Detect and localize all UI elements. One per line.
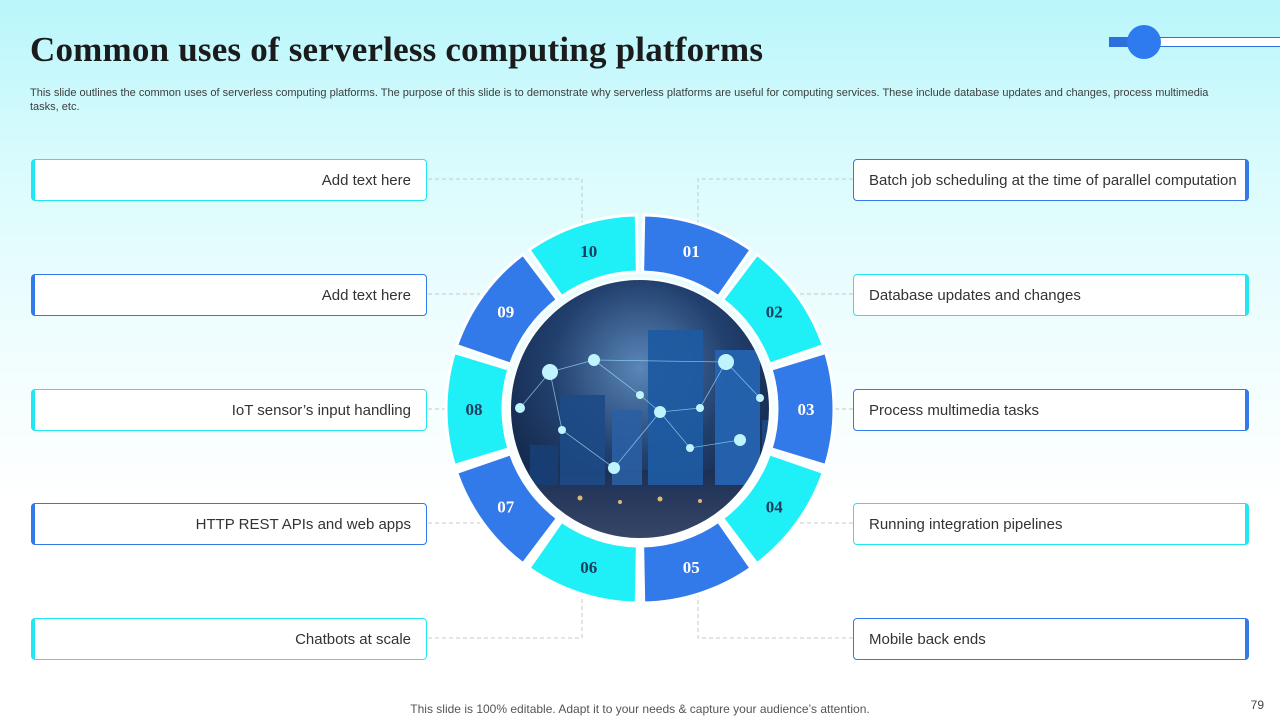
wheel-segment-02 bbox=[720, 252, 826, 367]
left-item-text-07: HTTP REST APIs and web apps bbox=[195, 515, 411, 533]
right-item-text-05: Mobile back ends bbox=[869, 630, 986, 648]
slide-description: This slide outlines the common uses of s… bbox=[30, 87, 1209, 113]
left-item-text-08: IoT sensor’s input handling bbox=[231, 401, 411, 419]
left-item-box-06: Chatbots at scale bbox=[31, 618, 427, 660]
right-item-box-02: Database updates and changes bbox=[853, 274, 1249, 316]
left-item-box-10: Add text here bbox=[31, 159, 427, 201]
wheel-number-04: 04 bbox=[766, 498, 784, 517]
right-item-text-01: Batch job scheduling at the time of para… bbox=[869, 171, 1237, 189]
wheel-segment-09 bbox=[454, 252, 560, 367]
wheel-segment-08 bbox=[444, 350, 511, 468]
wheel-segment-06 bbox=[526, 519, 639, 605]
connector-01 bbox=[697, 178, 853, 228]
wheel-segment-04 bbox=[720, 451, 826, 566]
wheel-number-06: 06 bbox=[580, 558, 597, 577]
wheel-number-02: 02 bbox=[766, 302, 783, 321]
left-item-box-08: IoT sensor’s input handling bbox=[31, 389, 427, 431]
left-item-box-09: Add text here bbox=[31, 274, 427, 316]
wheel-number-09: 09 bbox=[497, 302, 514, 321]
right-item-text-03: Process multimedia tasks bbox=[869, 401, 1040, 419]
left-item-text-09: Add text here bbox=[321, 286, 411, 304]
left-item-text-10: Add text here bbox=[321, 171, 411, 189]
progress-knob-icon bbox=[1127, 25, 1161, 59]
connector-05 bbox=[697, 590, 853, 639]
wheel-number-10: 10 bbox=[580, 242, 597, 261]
wheel-segment-10 bbox=[526, 213, 639, 299]
right-item-box-04: Running integration pipelines bbox=[853, 503, 1249, 545]
wheel-number-08: 08 bbox=[466, 400, 483, 419]
right-item-text-04: Running integration pipelines bbox=[869, 515, 1063, 533]
wheel-number-01: 01 bbox=[683, 242, 700, 261]
right-item-box-05: Mobile back ends bbox=[853, 618, 1249, 660]
right-item-text-02: Database updates and changes bbox=[869, 286, 1081, 304]
right-item-box-03: Process multimedia tasks bbox=[853, 389, 1249, 431]
right-item-box-01: Batch job scheduling at the time of para… bbox=[853, 159, 1249, 201]
connector-10 bbox=[428, 178, 583, 228]
footer-note: This slide is 100% editable. Adapt it to… bbox=[410, 702, 870, 716]
left-item-text-06: Chatbots at scale bbox=[295, 630, 411, 648]
connector-06 bbox=[428, 590, 583, 639]
wheel-number-07: 07 bbox=[497, 498, 515, 517]
wheel-number-05: 05 bbox=[683, 558, 700, 577]
page-title: Common uses of serverless computing plat… bbox=[30, 30, 764, 69]
wheel-segment-07 bbox=[454, 451, 560, 566]
wheel-segment-01 bbox=[641, 213, 754, 299]
wheel-segment-03 bbox=[769, 350, 836, 468]
wheel-number-03: 03 bbox=[798, 400, 815, 419]
left-item-box-07: HTTP REST APIs and web apps bbox=[31, 503, 427, 545]
page-number: 79 bbox=[1250, 698, 1264, 712]
wheel-segment-05 bbox=[641, 519, 754, 605]
